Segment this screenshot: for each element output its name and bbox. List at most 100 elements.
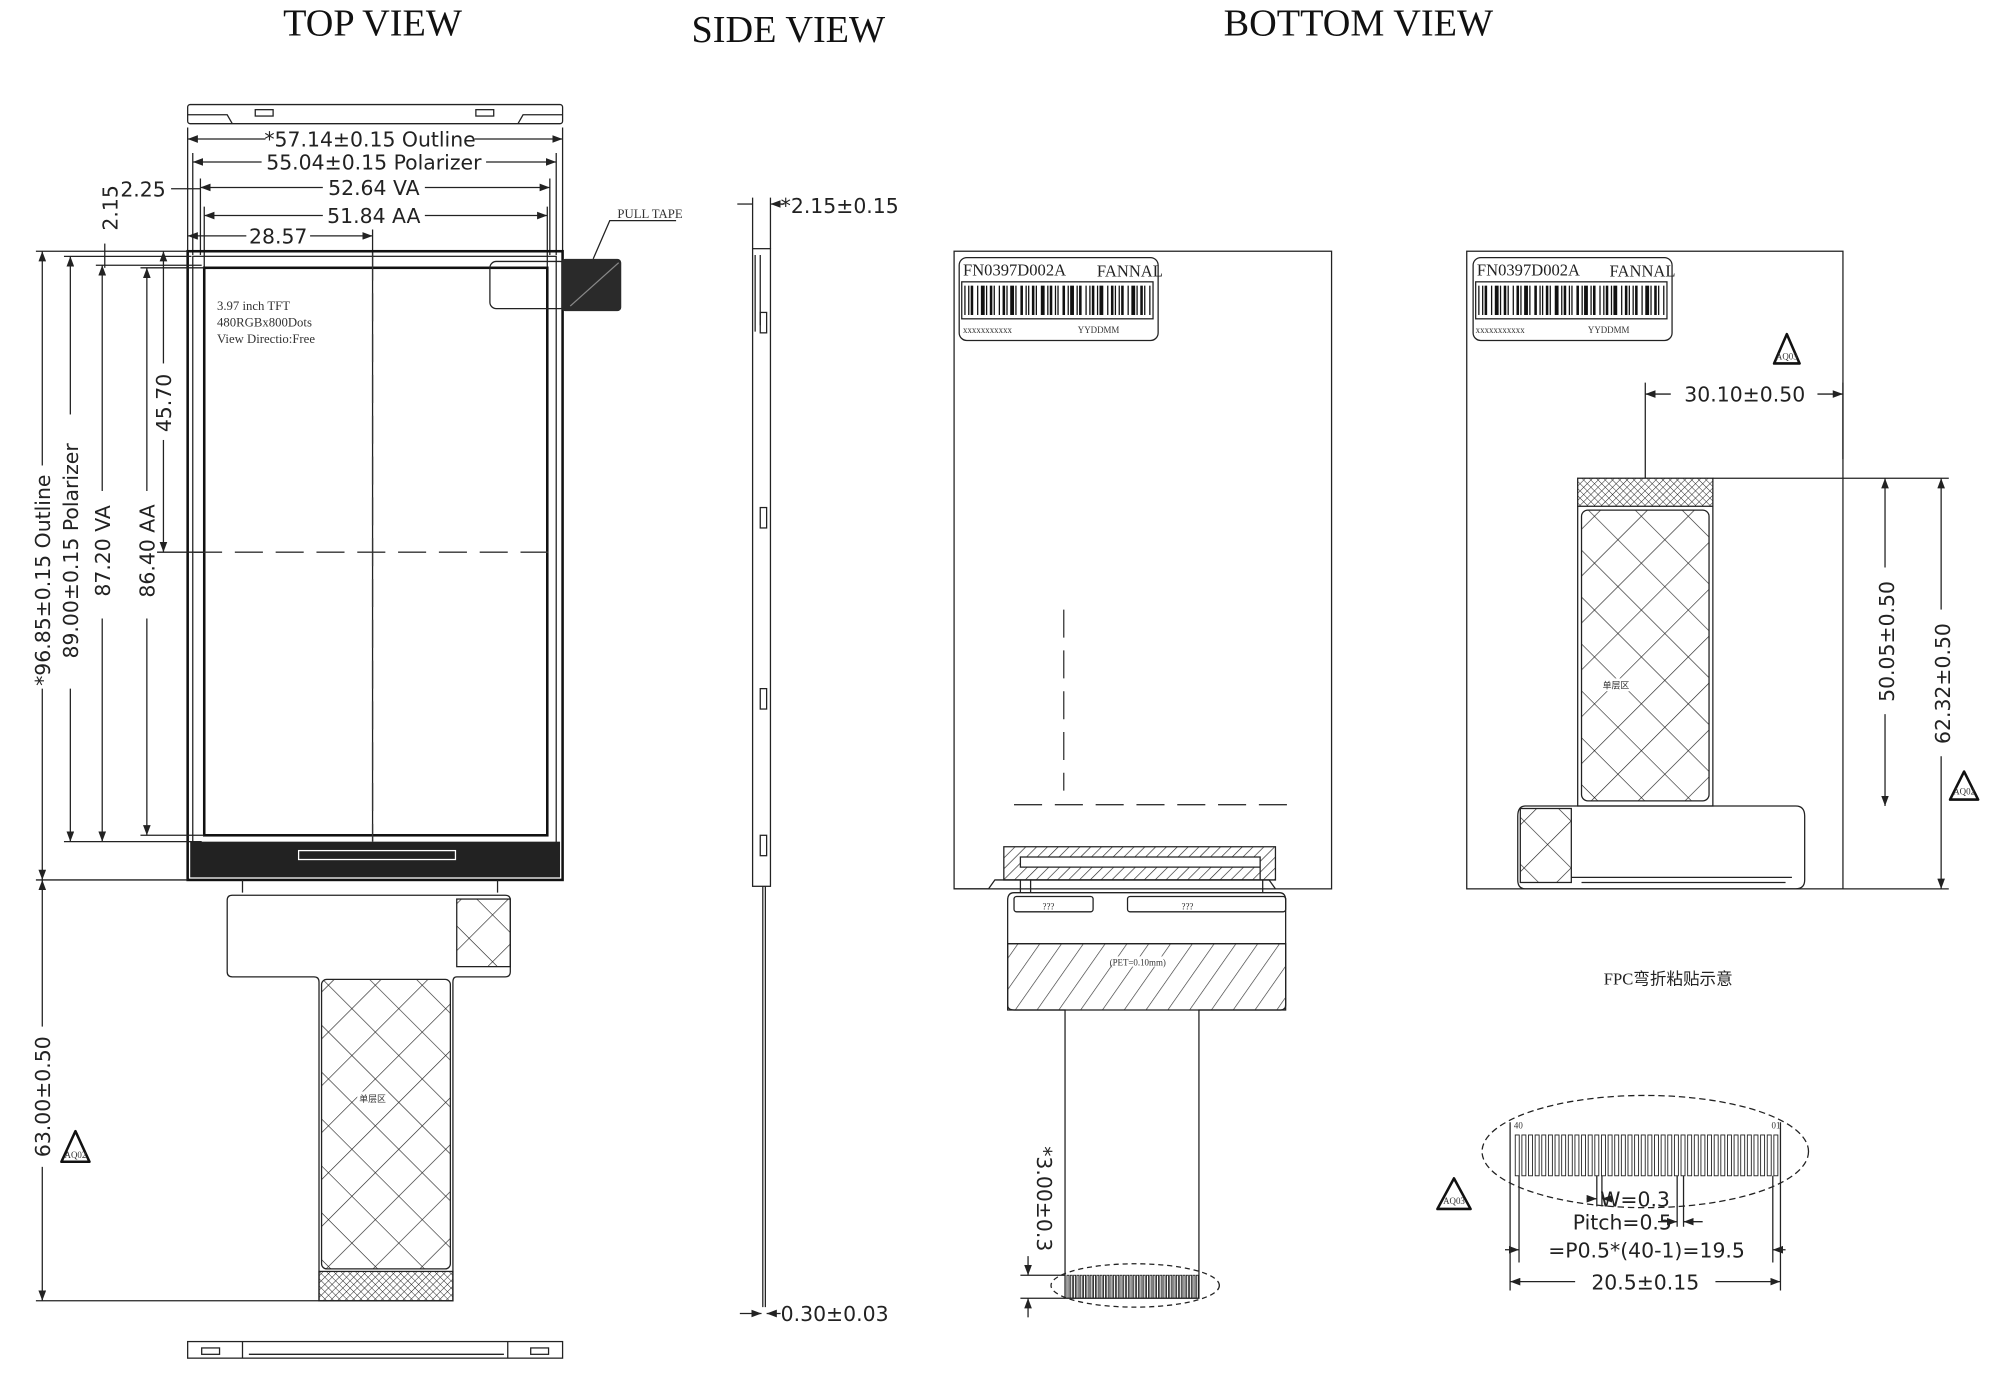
fpc-unfolded: ??? ??? (PET=0.10mm) (1007, 892, 1287, 1308)
contact-pin (1567, 1134, 1573, 1177)
barcode-bar (998, 285, 1000, 315)
barcode-bar (1140, 285, 1143, 315)
contact-pin (1594, 1134, 1600, 1177)
svg-text:AQ02: AQ02 (65, 1150, 87, 1160)
svg-text:YYDDMM: YYDDMM (1078, 325, 1120, 335)
barcode-bar (1127, 285, 1129, 315)
pin-width: W=0.3 (1600, 1187, 1670, 1211)
contact-pin (1106, 1274, 1110, 1299)
barcode-bar (1015, 285, 1017, 315)
contact-pin (1541, 1134, 1547, 1177)
barcode-bar (989, 285, 993, 315)
contact-pin (1175, 1274, 1179, 1299)
barcode-bar (1507, 285, 1509, 315)
dim-aa-height: 86.40 AA (136, 504, 160, 597)
barcode-bar (980, 285, 985, 315)
dim-offset-y: 2.15 (99, 185, 123, 230)
fpc: 单层区 (226, 879, 511, 1302)
barcode-bar (1114, 285, 1117, 315)
barcode-bar (1121, 285, 1124, 315)
barcode-bar (1563, 285, 1567, 315)
dim-fpc-thickness: 0.30±0.03 (781, 1302, 889, 1326)
barcode-bar (1040, 285, 1045, 315)
barcode-bar (1070, 285, 1074, 315)
barcode-bar (1516, 285, 1520, 315)
barcode-bar (1599, 285, 1601, 315)
contact-pin (1514, 1134, 1520, 1177)
barcode-bar (1054, 285, 1057, 315)
contact-pin (1119, 1274, 1123, 1299)
fpc-contacts (1066, 1274, 1199, 1299)
barcode-bar (1571, 285, 1573, 315)
contact-pin (1746, 1134, 1752, 1177)
barcode-bar (1576, 285, 1579, 315)
bottom-edge-strip (187, 1340, 564, 1359)
contact-pin (1601, 1134, 1606, 1177)
barcode-bar (1076, 285, 1078, 315)
contact-pin (1165, 1274, 1169, 1299)
lcd-panel: 3.97 inch TFT 480RGBx800Dots View Direct… (186, 249, 564, 882)
contact-pin (1103, 1274, 1106, 1299)
contact-pin (1700, 1134, 1706, 1177)
pull-tape: PULL TAPE (489, 207, 683, 312)
barcode-bar (1025, 285, 1027, 315)
dim-va-height: 87.20 VA (91, 505, 115, 596)
pin-last-label: 01 (1772, 1121, 1781, 1131)
dim-va-width: 52.64 VA (328, 176, 419, 200)
bottom-view-unfolded: FN0397D002A FANNAL xxxxxxxxxxx YYDDMM ??… (953, 250, 1333, 1318)
contact-pin (1132, 1274, 1136, 1299)
spec-line-view-direction: View Directio:Free (217, 332, 315, 346)
contact-pin (1079, 1274, 1083, 1299)
contact-pin (1528, 1134, 1533, 1177)
svg-text:FN0397D002A: FN0397D002A (963, 260, 1066, 279)
contact-pin (1109, 1274, 1113, 1299)
contact-pin (1587, 1134, 1593, 1177)
dim-center-x: 28.57 (249, 225, 307, 249)
barcode-bar (1621, 285, 1623, 315)
barcode-bar (1144, 285, 1146, 315)
contact-pin (1574, 1134, 1580, 1177)
pull-tape-label: PULL TAPE (617, 207, 682, 221)
fold-caption: FPC弯折粘贴示意 (1604, 969, 1733, 988)
contact-pin (1116, 1274, 1120, 1299)
contact-pin (1122, 1274, 1126, 1299)
contact-pin (1162, 1274, 1166, 1299)
pin-span: =P0.5*(40-1)=19.5 (1548, 1238, 1745, 1262)
barcode-bar (1136, 285, 1138, 315)
barcode-bar (977, 285, 979, 315)
pin-pitch: Pitch=0.5 (1573, 1210, 1672, 1234)
dim-outline-height: *96.85±0.15 Outline (31, 475, 55, 686)
top-view: *57.14±0.15 Outline 55.04±0.15 Polarizer… (31, 103, 683, 1359)
svg-text:AQ03: AQ03 (1776, 352, 1798, 362)
contact-pin (1554, 1134, 1560, 1177)
barcode-bar (1581, 285, 1583, 315)
title-bottom-view: BOTTOM VIEW (1224, 3, 1494, 45)
dim-outline-width: *57.14±0.15 Outline (264, 128, 475, 152)
revision-marker-aq03: AQ03 (1772, 332, 1801, 365)
barcode-bar (1047, 285, 1049, 315)
barcode-bar (1490, 285, 1493, 315)
barcode-bar (1641, 285, 1643, 315)
barcode-bar (1028, 285, 1030, 315)
contact-pin (1680, 1134, 1686, 1177)
stiffener-note: (PET=0.10mm) (1110, 957, 1166, 967)
contact-pin (1083, 1274, 1086, 1299)
barcode-bar (1099, 285, 1104, 315)
component-label: ??? (1043, 901, 1055, 911)
contact-pin (1126, 1274, 1130, 1299)
svg-text:FN0397D002A: FN0397D002A (1477, 260, 1580, 279)
contact-pin (1720, 1134, 1726, 1177)
barcode-bar (1658, 285, 1660, 315)
barcode-bar (1592, 285, 1596, 315)
contact-pin (1093, 1274, 1096, 1299)
product-label: FN0397D002A FANNAL xxxxxxxxxxx YYDDMM (958, 256, 1163, 342)
dim-polarizer-width: 55.04±0.15 Polarizer (266, 151, 482, 175)
barcode-bar (1561, 285, 1563, 315)
dim-fpc-height: 63.00±0.50 (31, 1036, 55, 1157)
dim-fold-width: 30.10±0.50 (1684, 383, 1805, 407)
product-label: FN0397D002A FANNAL xxxxxxxxxxx YYDDMM (1472, 256, 1676, 342)
single-layer-label: 单层区 (359, 1093, 386, 1104)
pin-array (1514, 1134, 1779, 1177)
spec-line-size: 3.97 inch TFT (217, 299, 290, 313)
